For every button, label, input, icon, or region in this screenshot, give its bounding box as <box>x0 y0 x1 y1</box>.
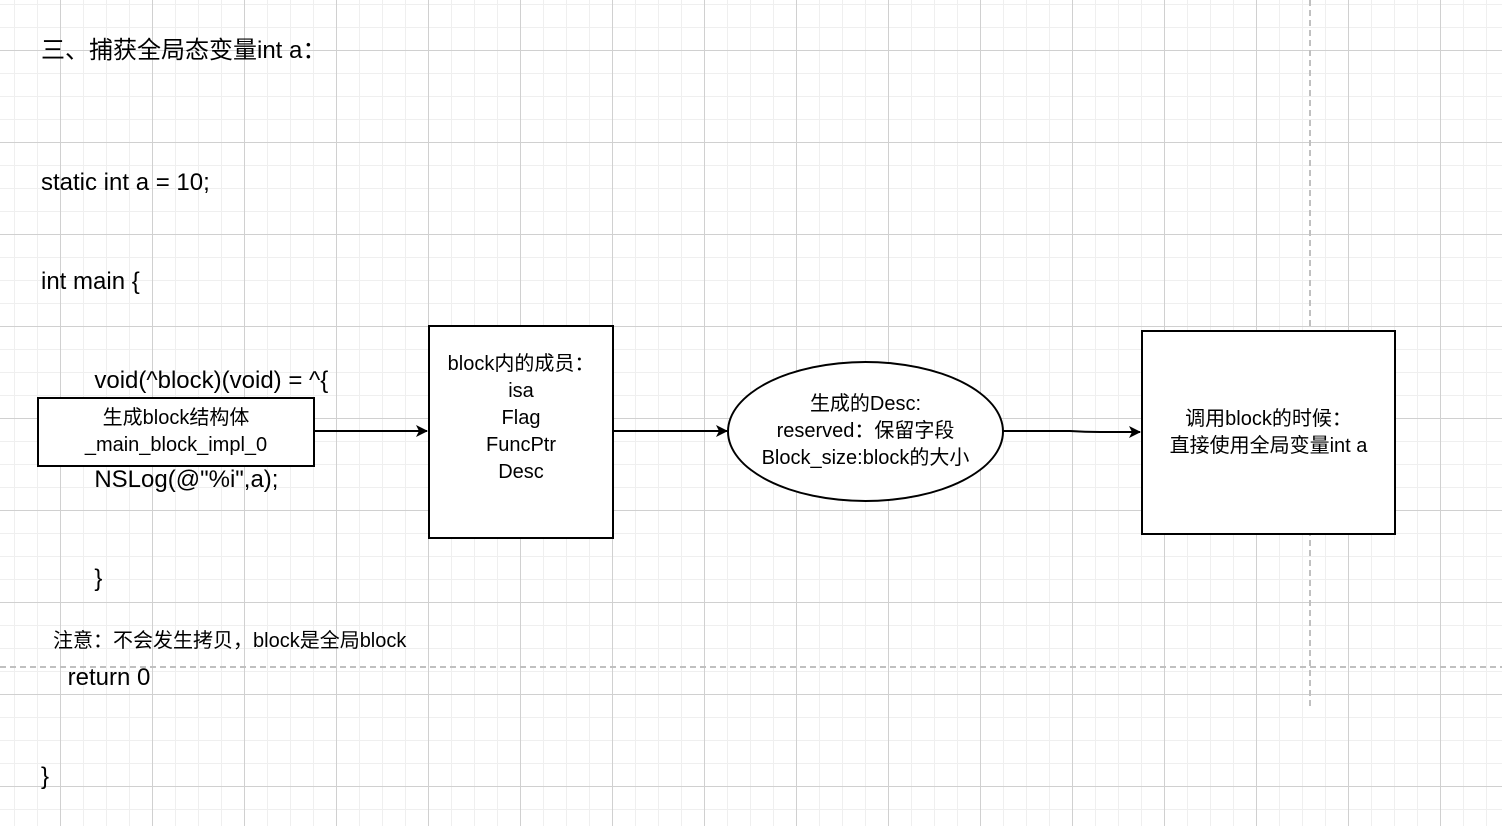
node-members-line: Desc <box>498 461 544 483</box>
code-line: int main { <box>41 268 140 295</box>
node-desc-line: Block_size:block的大小 <box>761 447 970 469</box>
node-members-line: Flag <box>501 407 541 429</box>
code-line: } <box>41 565 103 592</box>
code-line: return 0 <box>41 664 151 691</box>
node-call-line: 调用block的时候： <box>1185 407 1352 430</box>
node-struct-line: 生成block结构体 <box>102 407 250 429</box>
node-members-line: isa <box>508 380 534 402</box>
node-struct-line: _main_block_impl_0 <box>84 434 268 456</box>
edge-desc-to-call[interactable] <box>1003 426 1141 438</box>
node-call-line: 直接使用全局变量int a <box>1169 434 1368 457</box>
node-struct[interactable]: 生成block结构体 _main_block_impl_0 <box>37 397 315 467</box>
node-members[interactable]: block内的成员： isa Flag FuncPtr Desc <box>428 325 614 539</box>
node-members-line: FuncPtr <box>485 434 557 456</box>
code-line: void(^block)(void) = ^{ <box>41 367 329 394</box>
note-text[interactable]: 注意：不会发生拷贝，block是全局block <box>53 630 407 652</box>
node-desc[interactable]: 生成的Desc: reserved：保留字段 Block_size:block的… <box>727 361 1004 502</box>
node-members-line: block内的成员： <box>447 353 595 375</box>
page-break-horizontal <box>0 666 1502 668</box>
node-call[interactable]: 调用block的时候： 直接使用全局变量int a <box>1141 330 1396 535</box>
code-line: static int a = 10; <box>41 169 210 196</box>
code-line: NSLog(@"%i",a); <box>41 466 279 493</box>
code-line: } <box>41 763 50 790</box>
node-desc-line: reserved：保留字段 <box>776 420 955 442</box>
node-desc-line: 生成的Desc: <box>809 393 922 415</box>
code-snippet[interactable]: static int a = 10; int main { void(^bloc… <box>41 100 328 826</box>
connectors <box>314 425 1141 438</box>
section-heading[interactable]: 三、捕获全局态变量int a： <box>41 37 327 64</box>
